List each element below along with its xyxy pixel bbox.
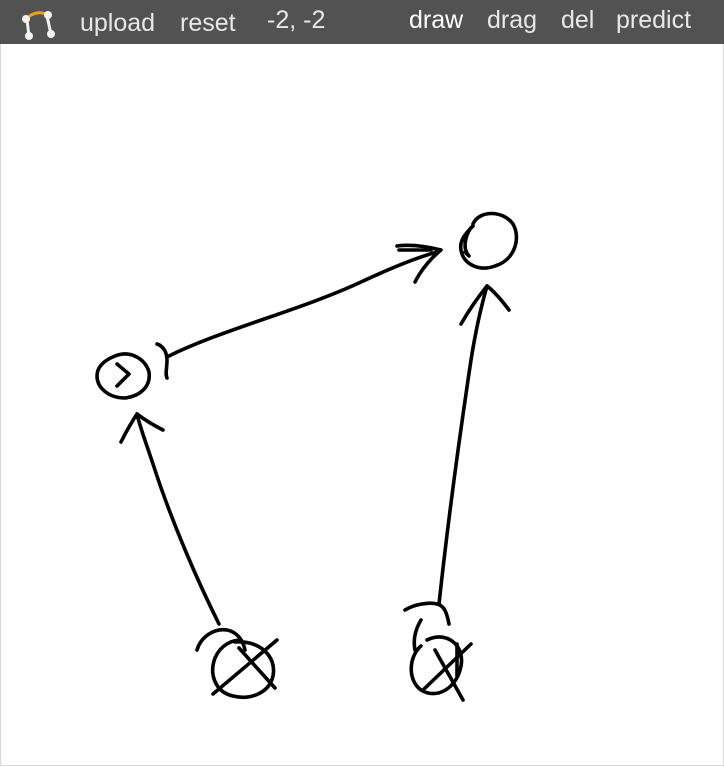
reset-button[interactable]: reset — [180, 9, 236, 37]
crossed-node-bottom-left — [195, 627, 279, 699]
arrow-bottom-right-to-top-right — [437, 284, 511, 606]
arrow-left-to-top-right — [155, 243, 443, 380]
graph-nodes-logo-icon[interactable] — [18, 5, 58, 41]
drag-mode-button[interactable]: drag — [487, 6, 538, 34]
predict-button[interactable]: predict — [616, 6, 692, 34]
drawing-canvas[interactable] — [0, 44, 724, 766]
upload-button[interactable]: upload — [80, 9, 156, 37]
arrow-bottom-left-to-left — [119, 412, 221, 626]
cursor-coordinates: -2, -2 — [267, 6, 326, 34]
draw-mode-button[interactable]: draw — [409, 6, 464, 34]
circle-node-left — [95, 352, 151, 400]
circle-node-top-right — [458, 211, 519, 270]
top-toolbar: upload reset -2, -2 draw drag del predic… — [0, 0, 724, 44]
delete-mode-button[interactable]: del — [561, 6, 595, 34]
crossed-node-bottom-right — [403, 601, 473, 702]
